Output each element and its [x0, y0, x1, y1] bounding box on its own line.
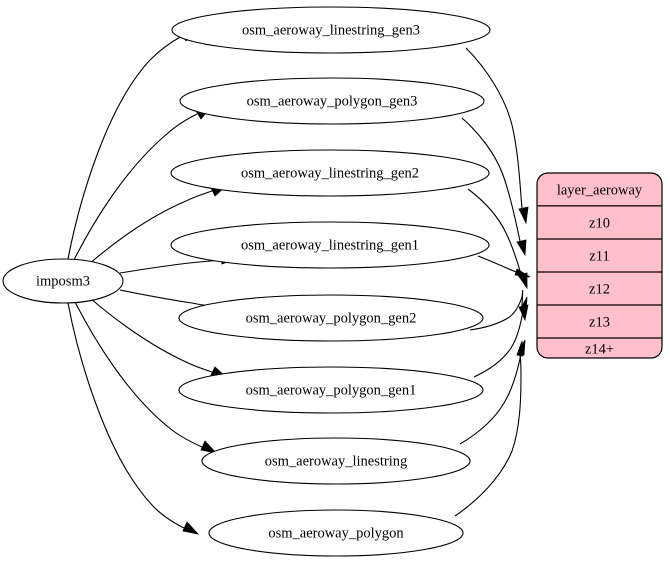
layer-aeroway-table-body[interactable] — [536, 172, 663, 359]
osm-aeroway-linestring-gen3-ellipse[interactable] — [171, 6, 491, 54]
imposm3-ellipse[interactable] — [2, 258, 124, 304]
osm-aeroway-linestring-gen3-label: osm_aeroway_linestring_gen3 — [242, 22, 420, 38]
layer-aeroway-header-label: layer_aeroway — [557, 182, 643, 198]
node-osm-aeroway-linestring-gen2[interactable]: osm_aeroway_linestring_gen2 — [170, 149, 490, 197]
edge-imposm3-to-linestring — [74, 301, 218, 454]
layer-aeroway-row-z10-label: z10 — [589, 215, 610, 231]
node-imposm3[interactable]: imposm3 — [2, 258, 124, 304]
node-osm-aeroway-linestring-gen1[interactable]: osm_aeroway_linestring_gen1 — [170, 221, 490, 269]
layer-aeroway-row-z14-label: z14+ — [585, 341, 614, 357]
edge-linestring-gen1-to-z12 — [477, 255, 531, 278]
node-osm-aeroway-linestring-gen3[interactable]: osm_aeroway_linestring_gen3 — [171, 6, 491, 54]
node-osm-aeroway-linestring[interactable]: osm_aeroway_linestring — [201, 437, 471, 485]
osm-aeroway-linestring-ellipse[interactable] — [201, 437, 471, 485]
osm-aeroway-linestring-label: osm_aeroway_linestring — [265, 453, 408, 469]
osm-aeroway-linestring-gen1-ellipse[interactable] — [170, 221, 490, 269]
edges-to-layer-aeroway — [454, 47, 531, 517]
osm-aeroway-polygon-gen2-label: osm_aeroway_polygon_gen2 — [246, 310, 417, 326]
osm-aeroway-polygon-ellipse[interactable] — [208, 509, 464, 557]
node-osm-aeroway-polygon-gen1[interactable]: osm_aeroway_polygon_gen1 — [178, 366, 484, 414]
osm-aeroway-linestring-gen1-label: osm_aeroway_linestring_gen1 — [241, 237, 419, 253]
edge-polygon-gen3-to-z11 — [461, 117, 527, 257]
edge-linestring-gen3-to-z10 — [465, 47, 529, 225]
node-osm-aeroway-polygon-gen3[interactable]: osm_aeroway_polygon_gen3 — [179, 77, 485, 125]
imposm3-label: imposm3 — [36, 273, 90, 289]
osm-aeroway-linestring-gen2-label: osm_aeroway_linestring_gen2 — [241, 165, 419, 181]
osm-aeroway-linestring-gen2-ellipse[interactable] — [170, 149, 490, 197]
edge-polygon-to-z14 — [454, 340, 524, 517]
osm-aeroway-polygon-gen2-ellipse[interactable] — [178, 294, 484, 342]
node-layer-aeroway-table[interactable]: layer_aeroway z10 z11 z12 z13 z14+ — [536, 172, 663, 359]
edge-imposm3-to-linestring-gen3 — [67, 28, 198, 260]
layer-aeroway-row-z13-label: z13 — [589, 314, 610, 330]
layer-aeroway-row-z11-label: z11 — [589, 248, 609, 264]
osm-aeroway-polygon-gen1-label: osm_aeroway_polygon_gen1 — [246, 382, 417, 398]
osm-aeroway-polygon-label: osm_aeroway_polygon — [268, 525, 404, 541]
layer-aeroway-row-z12-label: z12 — [589, 281, 610, 297]
osm-aeroway-polygon-gen3-ellipse[interactable] — [179, 77, 485, 125]
osm-aeroway-polygon-gen3-label: osm_aeroway_polygon_gen3 — [247, 93, 418, 109]
osm-aeroway-polygon-gen1-ellipse[interactable] — [178, 366, 484, 414]
edge-imposm3-to-polygon — [67, 302, 200, 535]
node-osm-aeroway-polygon-gen2[interactable]: osm_aeroway_polygon_gen2 — [178, 294, 484, 342]
edge-polygon-gen1-to-z13 — [473, 296, 528, 378]
node-osm-aeroway-polygon[interactable]: osm_aeroway_polygon — [208, 509, 464, 557]
